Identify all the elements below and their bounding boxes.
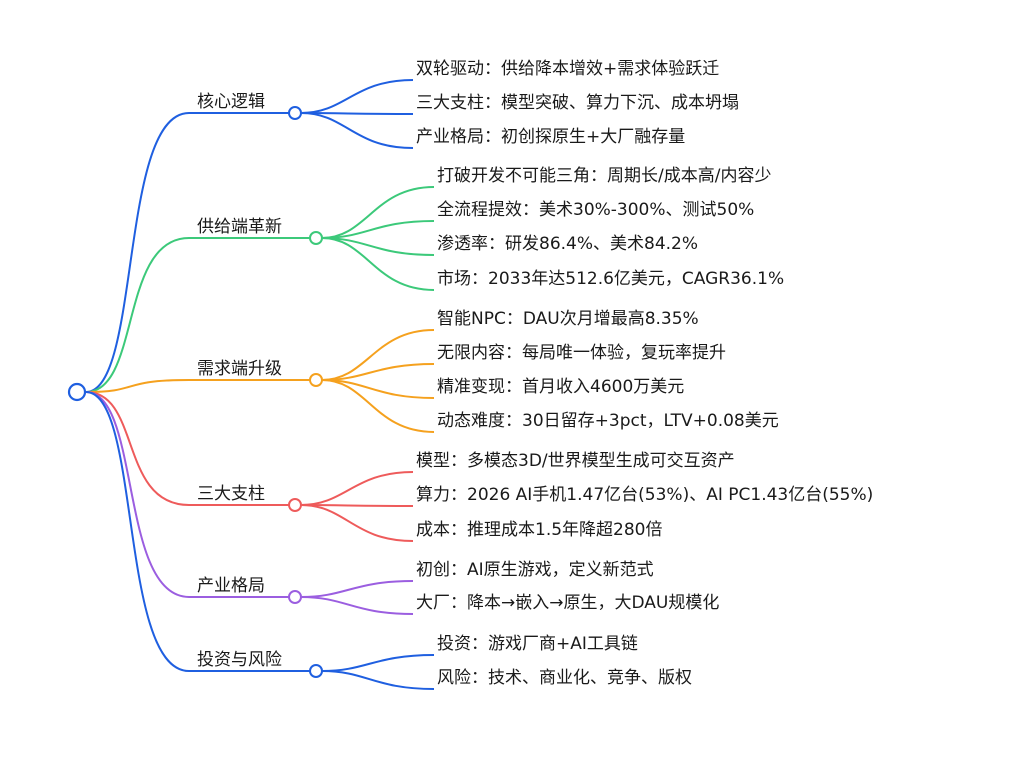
leaf-label[interactable]: 全流程提效：美术30%-300%、测试50% — [437, 200, 754, 220]
leaf-label[interactable]: 三大支柱：模型突破、算力下沉、成本坍塌 — [416, 93, 739, 113]
branch-node-dot[interactable] — [309, 664, 323, 678]
leaf-label[interactable]: 动态难度：30日留存+3pct，LTV+0.08美元 — [437, 411, 779, 431]
leaf-label[interactable]: 智能NPC：DAU次月增最高8.35% — [437, 309, 699, 329]
node-layer: 核心逻辑 双轮驱动：供给降本增效+需求体验跃迁三大支柱：模型突破、算力下沉、成本坍… — [67, 59, 873, 688]
leaf-label[interactable]: 投资：游戏厂商+AI工具链 — [437, 634, 638, 654]
connector-layer — [85, 79, 435, 690]
leaf-label[interactable]: 无限内容：每局唯一体验，复玩率提升 — [437, 343, 726, 363]
leaf-label[interactable]: 算力：2026 AI手机1.47亿台(53%)、AI PC1.43亿台(55%) — [416, 485, 873, 505]
leaf-label[interactable]: 模型：多模态3D/世界模型生成可交互资产 — [416, 451, 735, 471]
leaf-connector — [321, 379, 435, 399]
leaf-label[interactable]: 大厂：降本→嵌入→原生，大DAU规模化 — [416, 593, 719, 613]
leaf-label[interactable]: 双轮驱动：供给降本增效+需求体验跃迁 — [416, 59, 719, 79]
leaf-connector — [321, 363, 435, 381]
leaf-connector — [300, 471, 414, 506]
branch-label[interactable]: 投资与风险 — [197, 650, 282, 670]
leaf-label[interactable]: 产业格局：初创探原生+大厂融存量 — [416, 127, 685, 147]
leaf-connector — [321, 186, 435, 239]
branch-node-dot[interactable] — [288, 498, 302, 512]
branch-node-dot[interactable] — [309, 373, 323, 387]
leaf-connector — [321, 237, 435, 256]
branch-connector — [85, 391, 190, 506]
branch-label[interactable]: 产业格局 — [197, 576, 265, 596]
branch-connector — [85, 391, 190, 672]
leaf-connector — [300, 504, 414, 507]
branch-node-dot[interactable] — [309, 231, 323, 245]
branch-label[interactable]: 需求端升级 — [197, 359, 282, 379]
leaf-connector — [300, 596, 414, 615]
branch-node-dot[interactable] — [288, 590, 302, 604]
leaf-connector — [321, 379, 435, 433]
leaf-connector — [321, 329, 435, 381]
leaf-label[interactable]: 初创：AI原生游戏，定义新范式 — [416, 560, 654, 580]
leaf-label[interactable]: 成本：推理成本1.5年降超280倍 — [416, 520, 662, 540]
branch-node-dot[interactable] — [288, 106, 302, 120]
branch-connector — [85, 379, 190, 393]
leaf-label[interactable]: 风险：技术、商业化、竞争、版权 — [437, 668, 692, 688]
root-node[interactable] — [67, 382, 87, 402]
branch-label[interactable]: 供给端革新 — [197, 217, 282, 237]
branch-label[interactable]: 三大支柱 — [197, 484, 265, 504]
leaf-label[interactable]: 渗透率：研发86.4%、美术84.2% — [437, 234, 698, 254]
leaf-label[interactable]: 打破开发不可能三角：周期长/成本高/内容少 — [437, 166, 771, 186]
branch-connector — [85, 237, 190, 393]
leaf-connector — [300, 112, 414, 115]
branch-connector — [85, 391, 190, 598]
leaf-label[interactable]: 精准变现：首月收入4600万美元 — [437, 377, 684, 397]
leaf-connector — [321, 670, 435, 690]
leaf-connector — [321, 654, 435, 672]
leaf-connector — [321, 237, 435, 291]
leaf-connector — [300, 504, 414, 542]
leaf-connector — [321, 220, 435, 239]
branch-label[interactable]: 核心逻辑 — [197, 92, 265, 112]
leaf-connector — [300, 79, 414, 114]
leaf-connector — [300, 112, 414, 149]
leaf-label[interactable]: 市场：2033年达512.6亿美元，CAGR36.1% — [437, 269, 784, 289]
leaf-connector — [300, 580, 414, 598]
branch-connector — [85, 112, 190, 393]
